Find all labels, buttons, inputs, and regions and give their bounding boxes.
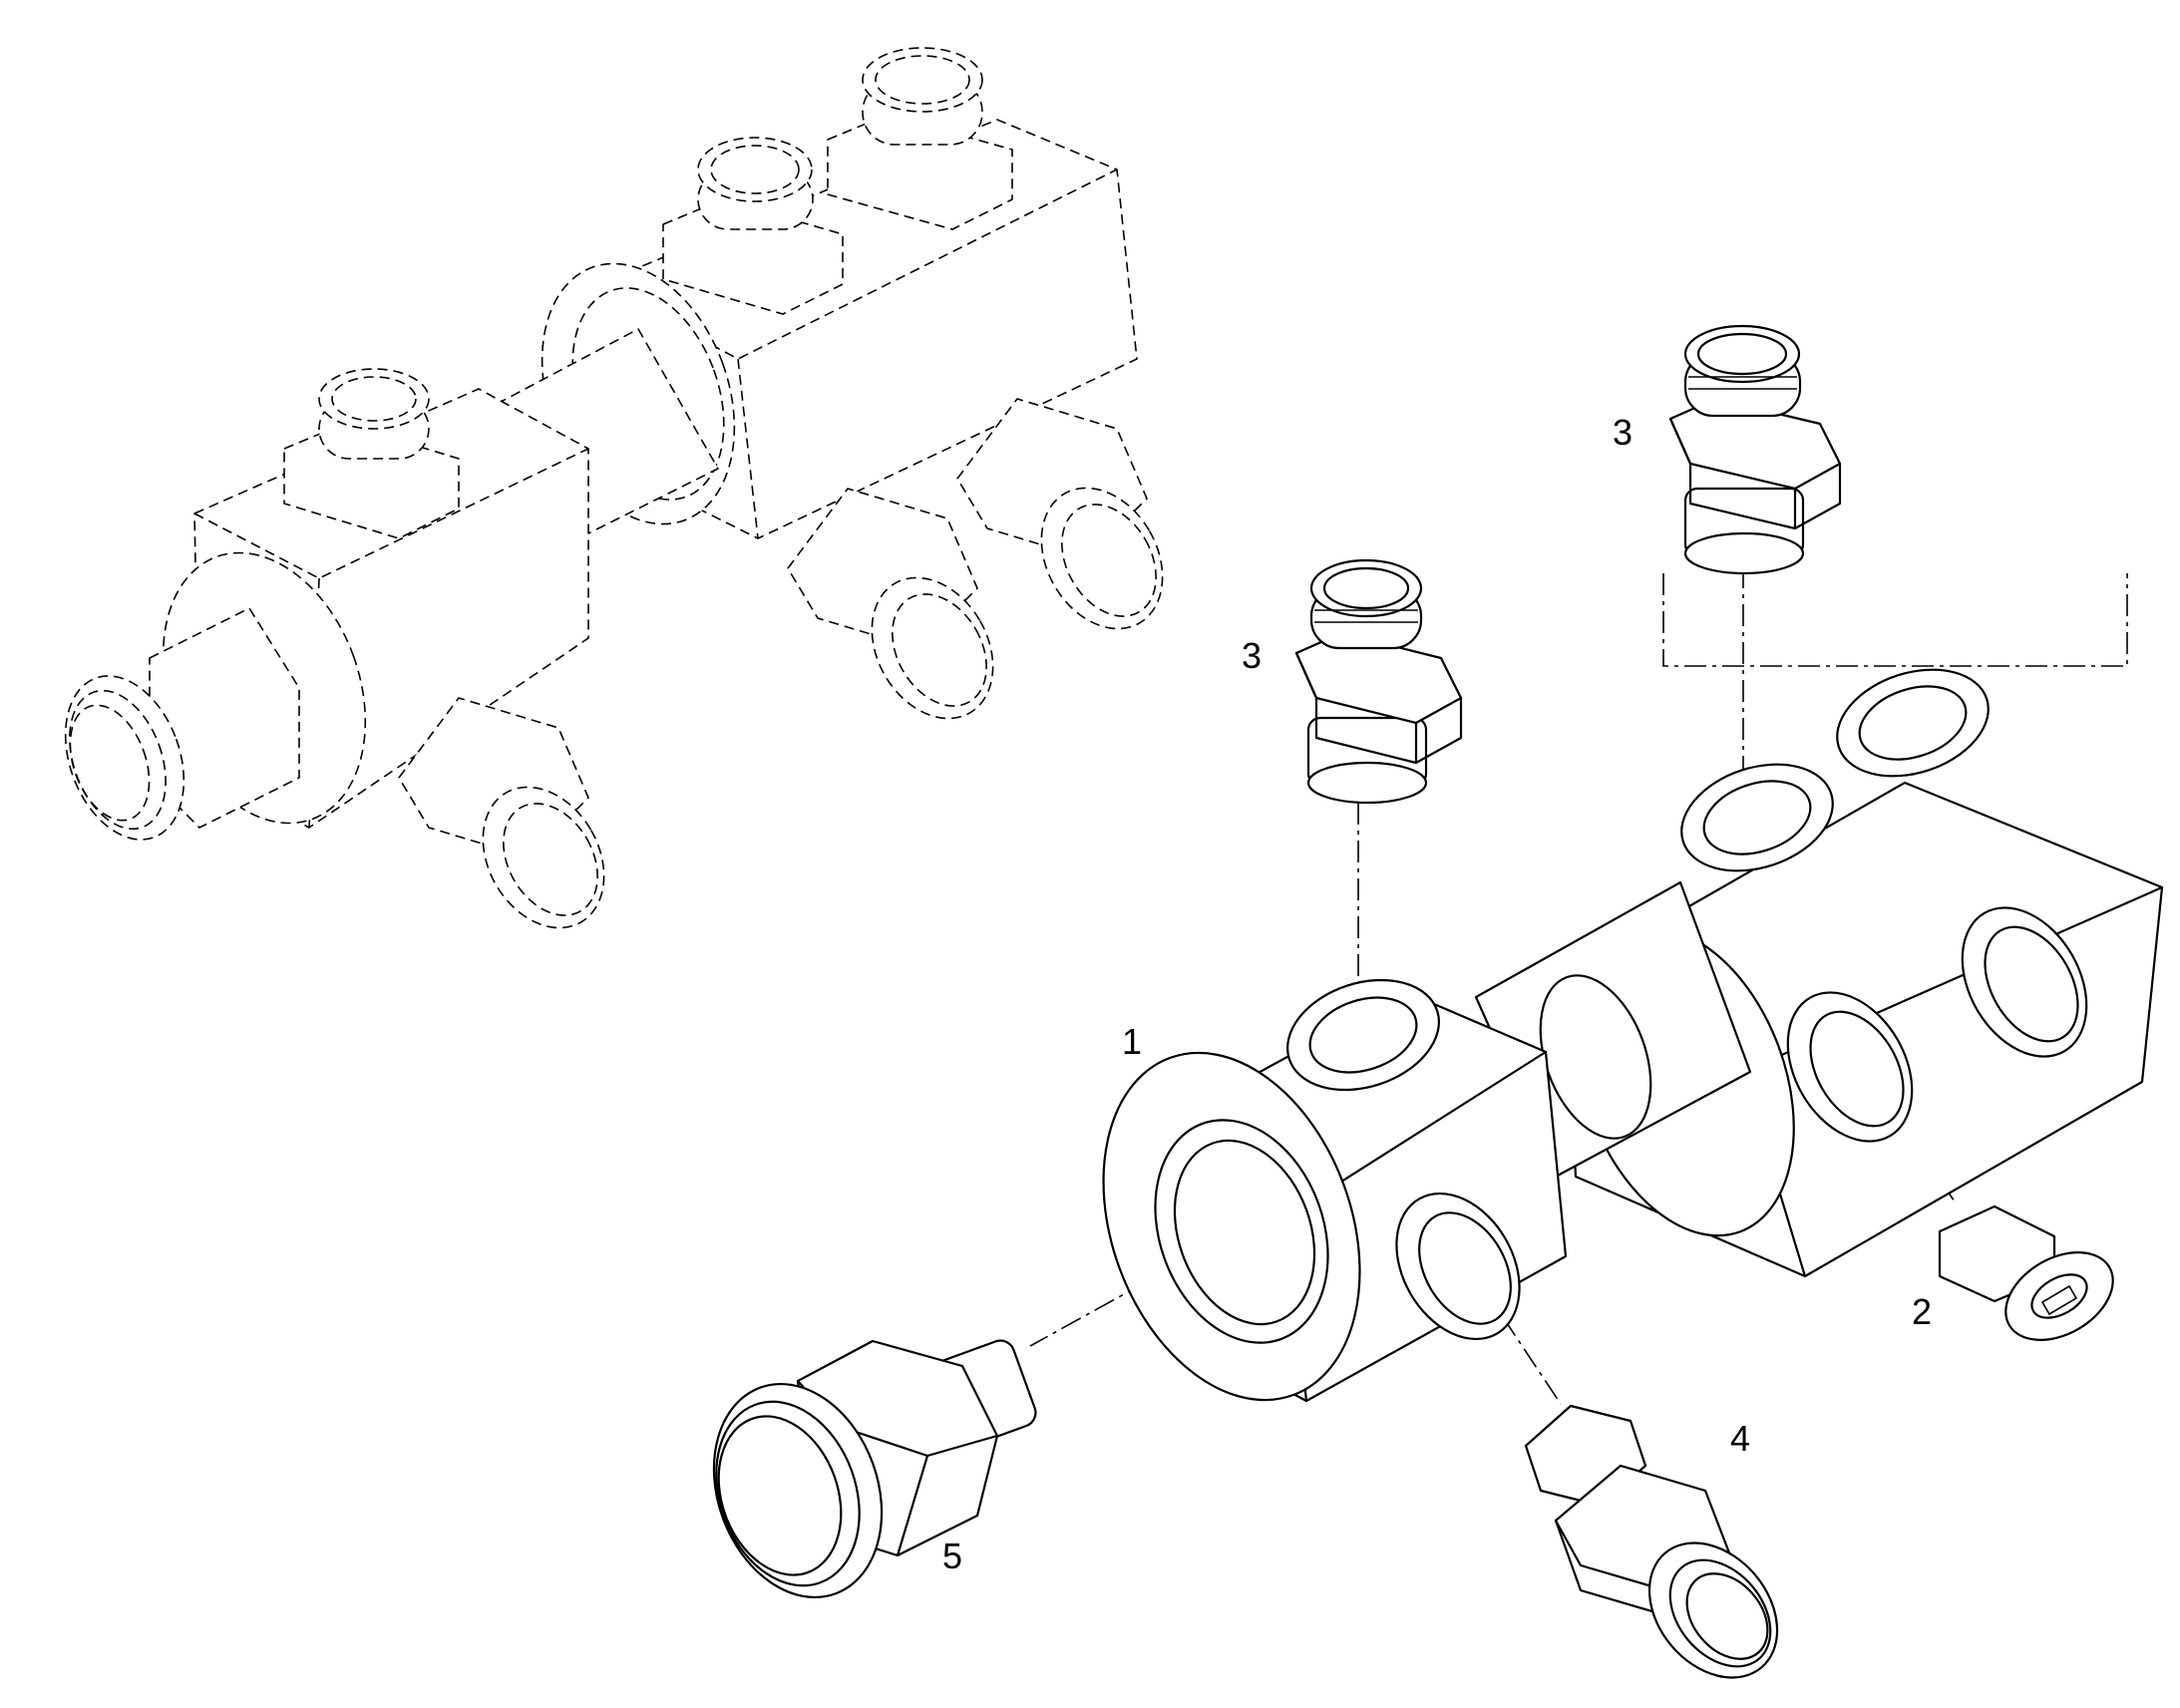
assembled-end-fitting [64, 607, 300, 841]
assembled-top-fitting-2 [662, 137, 844, 315]
fitting-5 [712, 1339, 1037, 1599]
assembled-top-fitting-1 [283, 368, 460, 539]
callout-3-left: 3 [1242, 635, 1262, 676]
assembled-phantom-view [64, 47, 1164, 929]
callout-5: 5 [942, 1536, 962, 1576]
callout-4: 4 [1730, 1418, 1750, 1459]
plug-2 [1938, 1204, 2114, 1341]
assembled-lower-fitting-3 [956, 398, 1164, 630]
callout-1: 1 [1122, 1021, 1142, 1062]
manifold-left-block [1102, 978, 1568, 1403]
fitting-4 [1524, 1404, 1779, 1679]
fitting-3-right [1668, 324, 1842, 575]
exploded-view: 1 2 3 3 4 5 [712, 324, 2164, 1679]
callout-2: 2 [1912, 1291, 1932, 1332]
assembled-lower-fitting-2 [787, 488, 994, 720]
assembled-lower-fitting-1 [398, 697, 605, 929]
callout-labels: 1 2 3 3 4 5 [942, 412, 1932, 1576]
assembled-top-fitting-3 [827, 47, 1013, 230]
callout-3-right: 3 [1613, 412, 1633, 453]
fitting-3-left [1294, 558, 1463, 805]
